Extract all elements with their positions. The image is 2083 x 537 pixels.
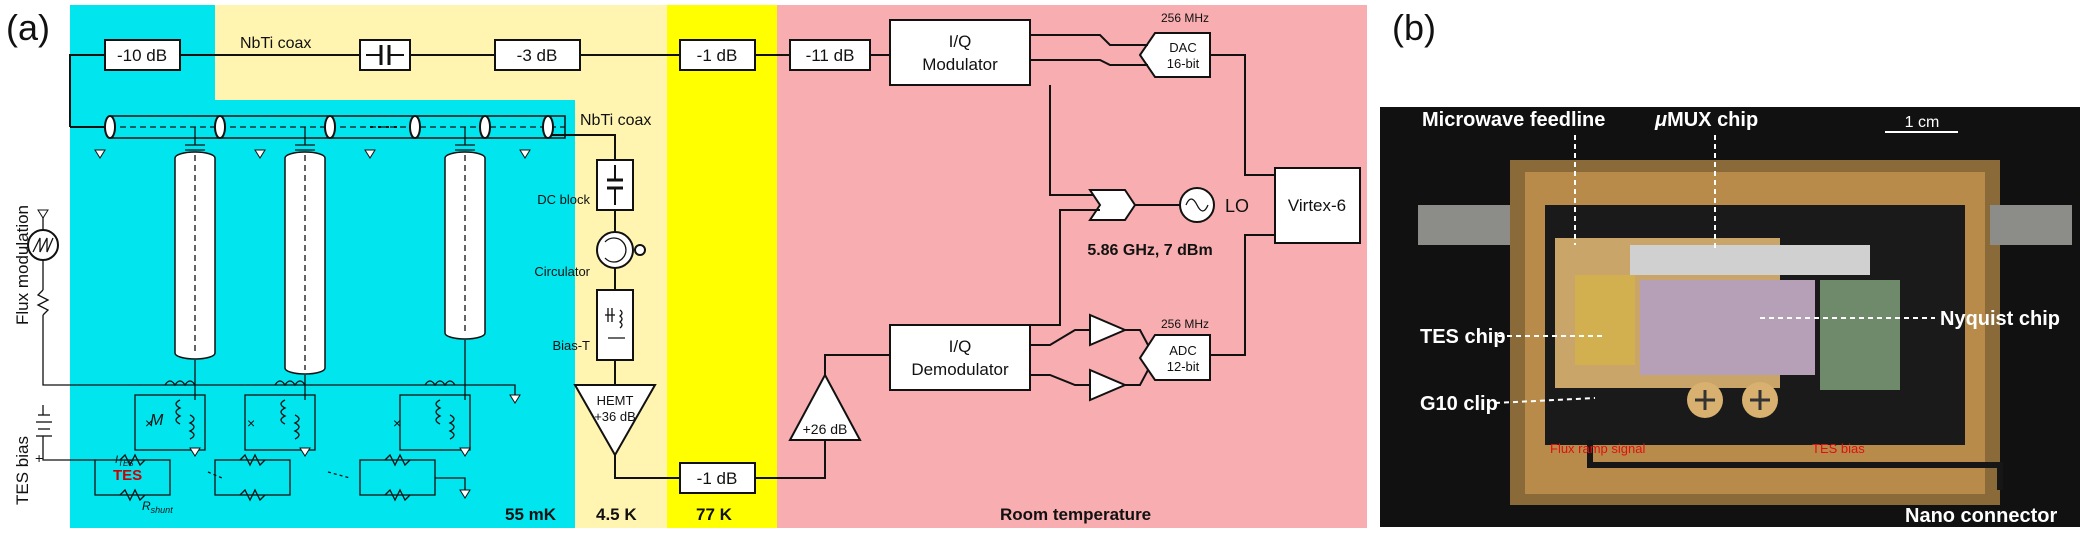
r-shunt-label: Rshunt	[142, 499, 173, 515]
lo-splitter	[1088, 189, 1137, 221]
tes-bias-red-label: TES bias	[1812, 441, 1865, 456]
top-chain-wires	[69, 54, 890, 127]
flux-ramp-line	[27, 209, 521, 404]
tes-bias-circuit: +	[35, 405, 471, 502]
nbti-coax-right-label: NbTi coax	[580, 112, 651, 129]
stage-room-label: Room temperature	[1000, 505, 1151, 524]
amp-26db-label: +26 dB	[803, 421, 848, 437]
stage-room-bg	[777, 5, 1367, 528]
hemt-amp	[573, 384, 657, 458]
hemt-name: HEMT	[597, 393, 634, 408]
dc-block-top	[359, 39, 411, 71]
nano-connector-label: Nano connector	[1905, 505, 2057, 527]
adc-freq: 256 MHz	[1161, 317, 1209, 331]
iq-demodulator-box	[889, 324, 1031, 391]
adc-box	[1138, 334, 1211, 381]
virtex6-label: Virtex-6	[1288, 196, 1346, 215]
mutual-inductance-label: M	[150, 412, 164, 429]
flux-modulation-label: Flux modulation	[13, 205, 32, 325]
att-1db-top-box	[679, 39, 756, 71]
svg-text:×: ×	[247, 415, 255, 431]
nyquist-chip-label: Nyquist chip	[1940, 308, 2060, 330]
stage-77k-label: 77 K	[696, 505, 733, 524]
svg-text:×: ×	[145, 415, 153, 431]
feedline-couplers	[70, 115, 566, 159]
resonator-1	[174, 127, 216, 400]
mod-dac-wires	[1030, 34, 1275, 196]
panel-b-label: (b)	[1392, 7, 1436, 48]
lo-spec: 5.86 GHz, 7 dBm	[1087, 242, 1212, 259]
circulator-label: Circulator	[534, 264, 590, 279]
att-1db-bottom-box	[679, 462, 756, 494]
bias-t-box	[596, 289, 634, 361]
mumux-chip-label: μMUX chip	[1654, 109, 1758, 131]
virtex6-box	[1274, 167, 1361, 244]
resonators	[174, 127, 486, 400]
hemt-gain: +36 dB	[594, 409, 636, 424]
tes-label: TES	[113, 467, 142, 484]
stage-77k-bg	[667, 5, 777, 528]
iq-modulator-line1: I/Q	[949, 32, 972, 51]
resonator-3	[444, 127, 486, 400]
scale-bar-label: 1 cm	[1905, 114, 1940, 131]
adc-name: ADC	[1169, 343, 1196, 358]
photo-chip-assembly	[1380, 107, 2080, 527]
adc-amps	[1030, 313, 1149, 402]
resonator-2	[284, 127, 326, 400]
att-1db-bottom-label: -1 dB	[697, 469, 738, 488]
dc-block-right	[596, 159, 634, 211]
tes-chip-label: TES chip	[1420, 326, 1506, 348]
g10-clip-label: G10 clip	[1420, 393, 1498, 415]
i-tes-label: ITES	[115, 454, 134, 468]
dc-block-label: DC block	[537, 192, 590, 207]
dac-name: DAC	[1169, 40, 1196, 55]
iq-demodulator-line1: I/Q	[949, 337, 972, 356]
flux-ramp-signal-label: Flux ramp signal	[1550, 441, 1645, 456]
att-1db-top-label: -1 dB	[697, 46, 738, 65]
tes-bias-side-label: TES bias	[13, 436, 32, 505]
microwave-feedline-label: Microwave feedline	[1422, 109, 1605, 131]
stage-45k-label: 4.5 K	[596, 505, 637, 524]
adc-bits: 12-bit	[1167, 359, 1200, 374]
att-3db-label: -3 dB	[517, 46, 558, 65]
att-10db-label: -10 dB	[117, 46, 167, 65]
stage-55mk-label: 55 mK	[505, 505, 557, 524]
att-11db-box	[789, 39, 871, 71]
iq-demodulator-line2: Demodulator	[911, 360, 1009, 379]
att-3db-box	[494, 39, 581, 71]
panel-a-label: (a)	[6, 7, 50, 48]
stage-backgrounds	[70, 5, 1367, 528]
lo-label: LO	[1225, 196, 1249, 216]
squid-tes-units: × × ×	[134, 394, 471, 457]
dac-freq: 256 MHz	[1161, 11, 1209, 25]
iq-modulator-box	[889, 19, 1031, 86]
att-11db-label: -11 dB	[806, 46, 855, 65]
stage-55mk-bg	[215, 100, 575, 528]
svg-text:×: ×	[393, 415, 401, 431]
att-10db-box	[104, 39, 181, 71]
iq-modulator-line2: Modulator	[922, 55, 998, 74]
bias-t-label: Bias-T	[552, 338, 590, 353]
nbti-coax-top-label: NbTi coax	[240, 35, 311, 52]
svg-text:+: +	[35, 450, 43, 466]
dac-bits: 16-bit	[1167, 56, 1200, 71]
